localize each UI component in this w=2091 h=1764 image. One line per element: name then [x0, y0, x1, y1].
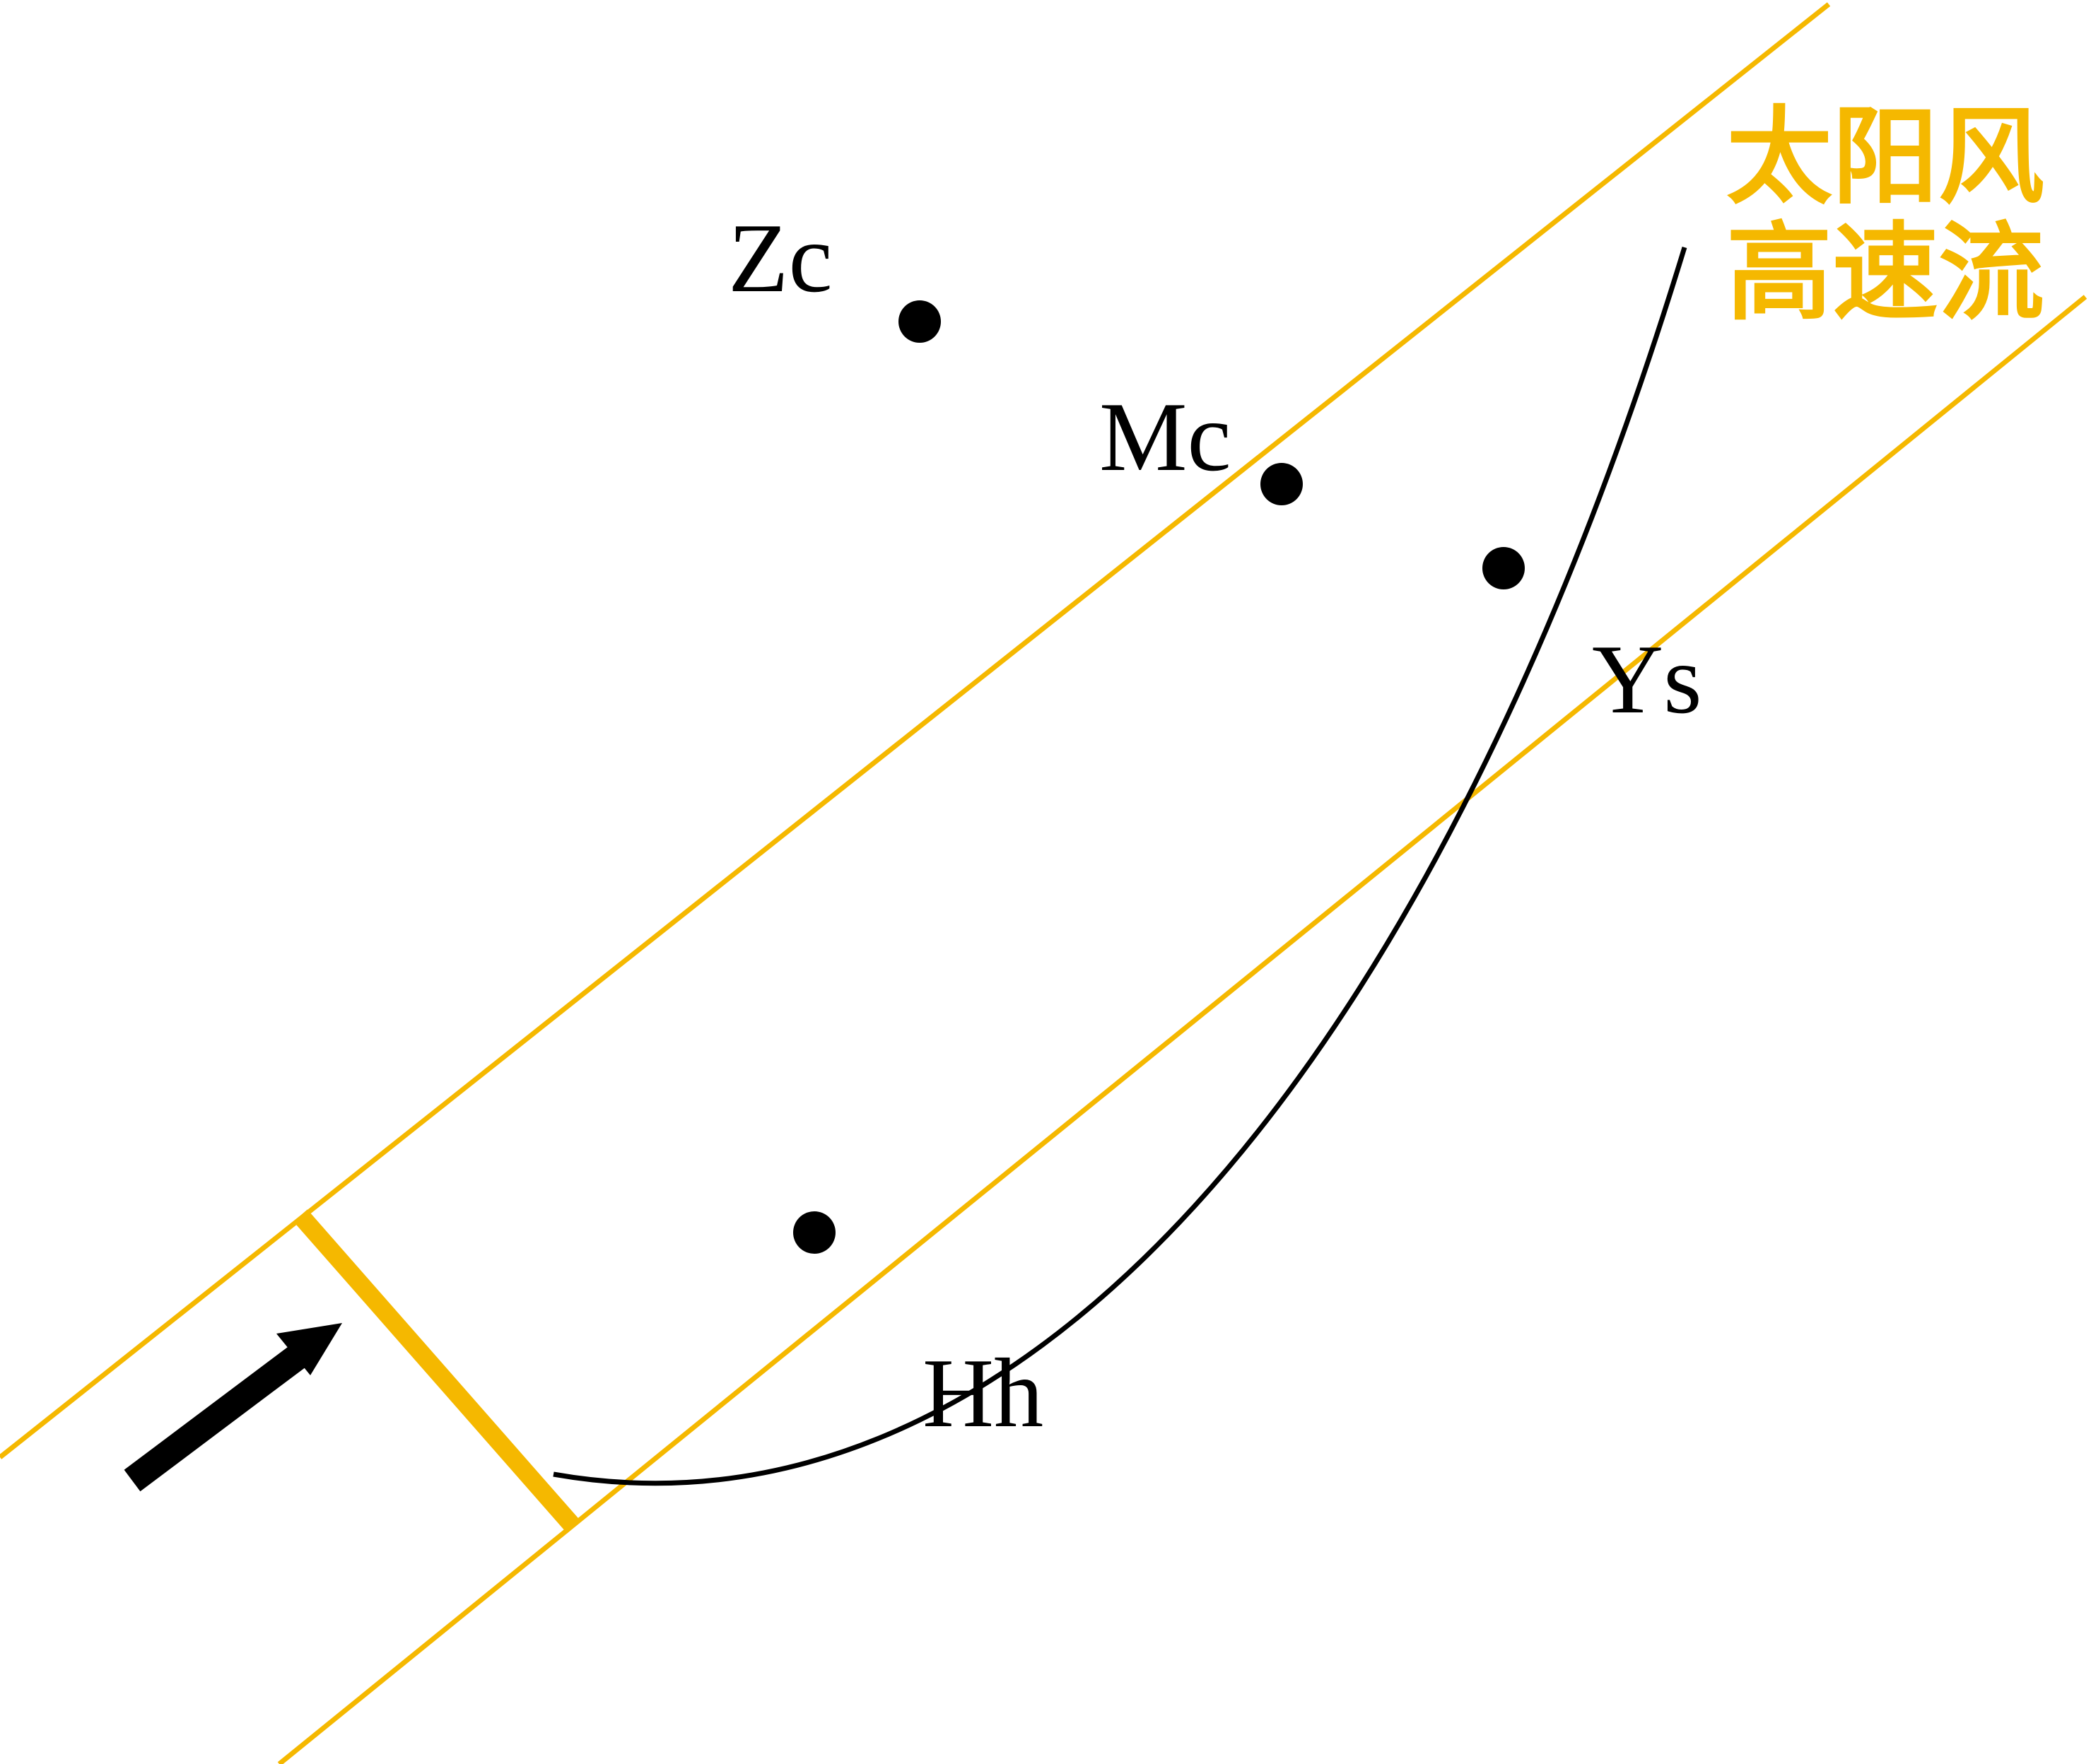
stream-title-line2: 高速流 [1726, 212, 2044, 335]
label-zc: Zc [728, 204, 833, 313]
point-ys [1482, 547, 1525, 589]
stream-title-line1: 太阳风 [1726, 96, 2044, 219]
stream-cross-section-bar [293, 1209, 581, 1534]
label-ys: Ys [1592, 625, 1702, 734]
point-zc [898, 300, 941, 343]
label-mc: Mc [1099, 382, 1231, 492]
point-hh [793, 1211, 836, 1254]
trajectory-curve [553, 246, 1687, 1486]
point-mc [1260, 463, 1303, 505]
arrow-up-right-icon [124, 1323, 342, 1492]
stream-lower-boundary [277, 295, 2087, 1764]
label-hh: Hh [922, 1339, 1043, 1448]
